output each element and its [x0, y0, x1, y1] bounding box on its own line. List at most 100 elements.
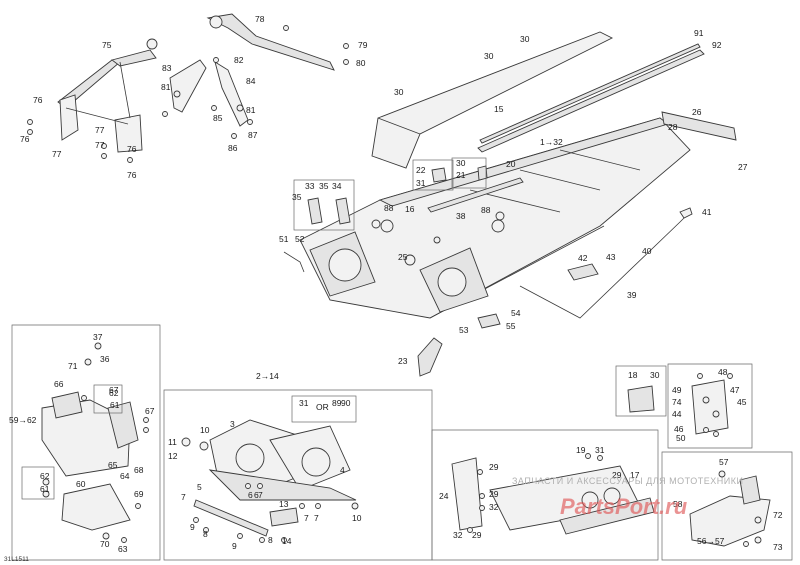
main-chassis-frame	[283, 111, 737, 413]
callout-label: 77	[95, 140, 105, 150]
callout-label: 26	[692, 107, 702, 117]
callout-label: 11	[168, 437, 177, 447]
callout-label: 31	[299, 398, 309, 408]
callout-label: 43	[606, 252, 616, 262]
callout-label: 76	[33, 95, 43, 105]
section-56-57	[661, 451, 793, 561]
callout-label: 57	[719, 457, 729, 467]
section-59-62	[11, 324, 161, 561]
callout-label: 59→62	[9, 415, 37, 425]
callout-label: 50	[676, 433, 686, 443]
callout-label: 8	[268, 535, 273, 545]
callout-label: 64	[120, 471, 130, 481]
callout-label: 48	[718, 367, 728, 377]
callout-label: 62	[40, 471, 50, 481]
callout-label: 68	[134, 465, 144, 475]
callout-label: 90	[341, 398, 351, 408]
sub-box-front-upper	[293, 179, 355, 231]
callout-label: 4	[340, 465, 345, 475]
callout-label: 19	[576, 445, 586, 455]
sub-box-22	[412, 159, 454, 191]
callout-label: 61	[40, 484, 50, 494]
callout-label: 33	[305, 181, 315, 191]
sub-box-18	[615, 365, 667, 417]
callout-label: 47	[730, 385, 740, 395]
callout-label: 54	[511, 308, 521, 318]
callout-label: 55	[506, 321, 516, 331]
callout-label: 61	[110, 400, 120, 410]
callout-label: 29	[489, 489, 499, 499]
callout-label: 56→57	[697, 536, 725, 546]
callout-label: 63	[118, 544, 128, 554]
callout-label: 44	[672, 409, 682, 419]
callout-label: 30	[394, 87, 404, 97]
callout-label: 77	[95, 125, 105, 135]
callout-label: 6	[248, 490, 253, 500]
callout-label: 88	[481, 205, 491, 215]
callout-label: 3	[230, 419, 235, 429]
callout-label: 30	[456, 158, 466, 168]
callout-label: 30	[484, 51, 494, 61]
callout-label: 45	[737, 397, 747, 407]
callout-label: 67	[145, 406, 155, 416]
sub-box-21	[451, 157, 487, 189]
callout-label: 77	[52, 149, 62, 159]
section-44-50	[667, 363, 753, 449]
section-19-17	[431, 429, 659, 561]
callout-label: 34	[332, 181, 342, 191]
callout-label: 37	[93, 332, 103, 342]
callout-label: 76	[127, 144, 137, 154]
callout-label: 30	[520, 34, 530, 44]
watermark-logo: PartsPort.ru	[560, 494, 688, 519]
callout-label: 72	[773, 510, 783, 520]
callout-label: 38	[456, 211, 466, 221]
callout-label: 89	[332, 398, 342, 408]
callout-label: 75	[102, 40, 112, 50]
callout-label: 1→32	[540, 137, 563, 147]
callout-label: 53	[459, 325, 469, 335]
callout-label: 13	[279, 499, 289, 509]
callout-label: 74	[672, 397, 682, 407]
callout-label: 18	[628, 370, 638, 380]
callout-label: 51	[279, 234, 289, 244]
callout-label: 52	[295, 234, 305, 244]
callout-label: 7	[258, 490, 263, 500]
callout-label: 76	[20, 134, 30, 144]
callout-label: 2→14	[256, 371, 279, 381]
callout-label: 29	[612, 470, 622, 480]
callout-label: 27	[738, 162, 748, 172]
callout-label: 49	[672, 385, 682, 395]
callout-label: 81	[161, 82, 171, 92]
callout-label: 66	[54, 379, 64, 389]
callout-label: 24	[439, 491, 449, 501]
steering-linkage-assembly	[27, 13, 349, 163]
callout-label: 81	[246, 105, 256, 115]
callout-label: 42	[578, 253, 588, 263]
callout-label: 21	[456, 170, 466, 180]
callout-label: 58	[673, 499, 683, 509]
callout-label: 87	[248, 130, 258, 140]
callout-label: 69	[134, 489, 144, 499]
callout-label: 16	[405, 204, 415, 214]
callout-label: 92	[712, 40, 722, 50]
callout-label: 12	[168, 451, 178, 461]
callout-label: 6	[254, 490, 259, 500]
callout-label: 62	[109, 388, 119, 398]
callout-label: 88	[384, 203, 394, 213]
callout-label: 9	[232, 541, 237, 551]
callout-label: 5	[197, 482, 202, 492]
callout-label: 86	[228, 143, 238, 153]
callout-label: 60	[76, 479, 86, 489]
callout-label: 31	[416, 178, 426, 188]
callout-label: 40	[642, 246, 652, 256]
callout-label: 25	[398, 252, 408, 262]
callout-label: 17	[630, 470, 640, 480]
callout-label: 22	[416, 165, 426, 175]
callout-label: 41	[702, 207, 712, 217]
callout-label: 23	[398, 356, 408, 366]
callout-label: 76	[127, 170, 137, 180]
callout-label: 84	[246, 76, 256, 86]
callout-label: 28	[668, 122, 678, 132]
